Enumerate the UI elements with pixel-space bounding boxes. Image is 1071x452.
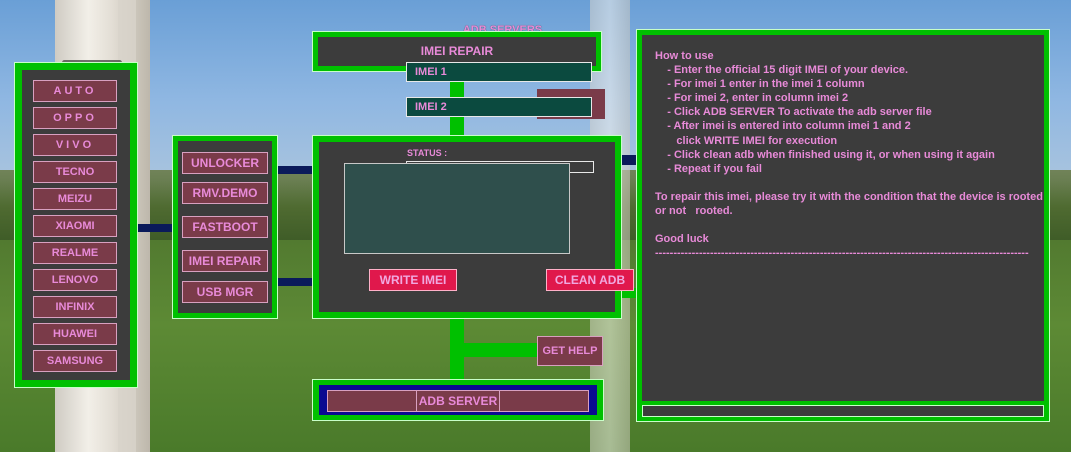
connector-tools-main-lower xyxy=(278,278,314,286)
fastboot-button[interactable]: FASTBOOT xyxy=(182,216,268,238)
write-imei-button[interactable]: WRITE IMEI xyxy=(369,269,457,291)
instruction-line: - Click clean adb when finished using it… xyxy=(655,148,995,161)
instruction-line: - For imei 1 enter in the imei 1 column xyxy=(655,78,865,91)
imei2-label: IMEI 2 xyxy=(415,101,447,113)
instruction-line: - Click ADB SERVER To activate the adb s… xyxy=(655,106,932,119)
instruction-line: - Repeat if you fail xyxy=(655,162,762,175)
brand-button-tecno[interactable]: TECNO xyxy=(33,161,117,183)
instruction-line xyxy=(655,218,1043,232)
brand-list-frame: AUTO OPPO VIVO TECNO MEIZU XIAOMI REALME… xyxy=(14,62,138,388)
status-frame: STATUS : WRITE IMEI CLEAN ADB xyxy=(312,135,634,319)
instruction-line: click WRITE IMEI for execution xyxy=(655,134,838,147)
instruction-line xyxy=(655,176,1043,190)
connector-tools-main xyxy=(278,166,314,174)
page-title: IMEI REPAIR xyxy=(420,44,494,58)
brand-button-lenovo[interactable]: LENOVO xyxy=(33,269,117,291)
brand-button-vivo[interactable]: VIVO xyxy=(33,134,117,156)
usb-manager-button[interactable]: USB MGR xyxy=(182,281,268,303)
title-panel xyxy=(318,37,596,66)
connector-brands-tools xyxy=(138,224,174,232)
adb-server-button[interactable]: ADB SERVER xyxy=(416,390,500,412)
get-help-button[interactable]: GET HELP xyxy=(537,336,603,366)
brand-button-huawei[interactable]: HUAWEI xyxy=(33,323,117,345)
connector-main-info xyxy=(622,155,638,165)
clean-adb-button[interactable]: CLEAN ADB xyxy=(546,269,634,291)
imei1-label: IMEI 1 xyxy=(415,66,447,78)
imei-repair-button[interactable]: IMEI REPAIR xyxy=(182,250,268,272)
brand-button-infinix[interactable]: INFINIX xyxy=(33,296,117,318)
instruction-line: How to use xyxy=(655,50,714,62)
instruction-line: or not rooted. xyxy=(655,205,733,218)
instruction-line: ----------------------------------------… xyxy=(655,247,1029,260)
info-footer-bar xyxy=(642,405,1044,417)
unlocker-button[interactable]: UNLOCKER xyxy=(182,152,268,174)
imei2-input[interactable]: IMEI 2 xyxy=(406,97,592,117)
brand-button-xiaomi[interactable]: XIAOMI xyxy=(33,215,117,237)
instruction-line: - After imei is entered into column imei… xyxy=(655,120,911,133)
brand-button-realme[interactable]: REALME xyxy=(33,242,117,264)
status-label: STATUS : xyxy=(407,148,448,158)
tools-frame: UNLOCKER RMV.DEMO FASTBOOT IMEI REPAIR U… xyxy=(172,135,278,319)
info-frame: How to use - Enter the official 15 digit… xyxy=(636,29,1050,422)
instruction-line: Good luck xyxy=(655,233,709,246)
instruction-line: - For imei 2, enter in column imei 2 xyxy=(655,92,849,105)
info-panel xyxy=(642,35,1044,401)
log-output-area[interactable] xyxy=(344,163,570,254)
brand-button-oppo[interactable]: OPPO xyxy=(33,107,117,129)
brand-button-meizu[interactable]: MEIZU xyxy=(33,188,117,210)
instruction-line: To repair this imei, please try it with … xyxy=(655,190,1043,203)
connector-main-info-lower xyxy=(622,288,638,298)
imei1-input[interactable]: IMEI 1 xyxy=(406,62,592,82)
remove-demo-button[interactable]: RMV.DEMO xyxy=(182,182,268,204)
connector-help xyxy=(462,343,540,357)
brand-button-auto[interactable]: AUTO xyxy=(33,80,117,102)
adb-server-frame: ADB SERVER xyxy=(312,379,604,421)
instruction-line: - Enter the official 15 digit IMEI of yo… xyxy=(655,64,909,77)
instructions-text: How to use - Enter the official 15 digit… xyxy=(655,49,1043,260)
brand-button-samsung[interactable]: SAMSUNG xyxy=(33,350,117,372)
